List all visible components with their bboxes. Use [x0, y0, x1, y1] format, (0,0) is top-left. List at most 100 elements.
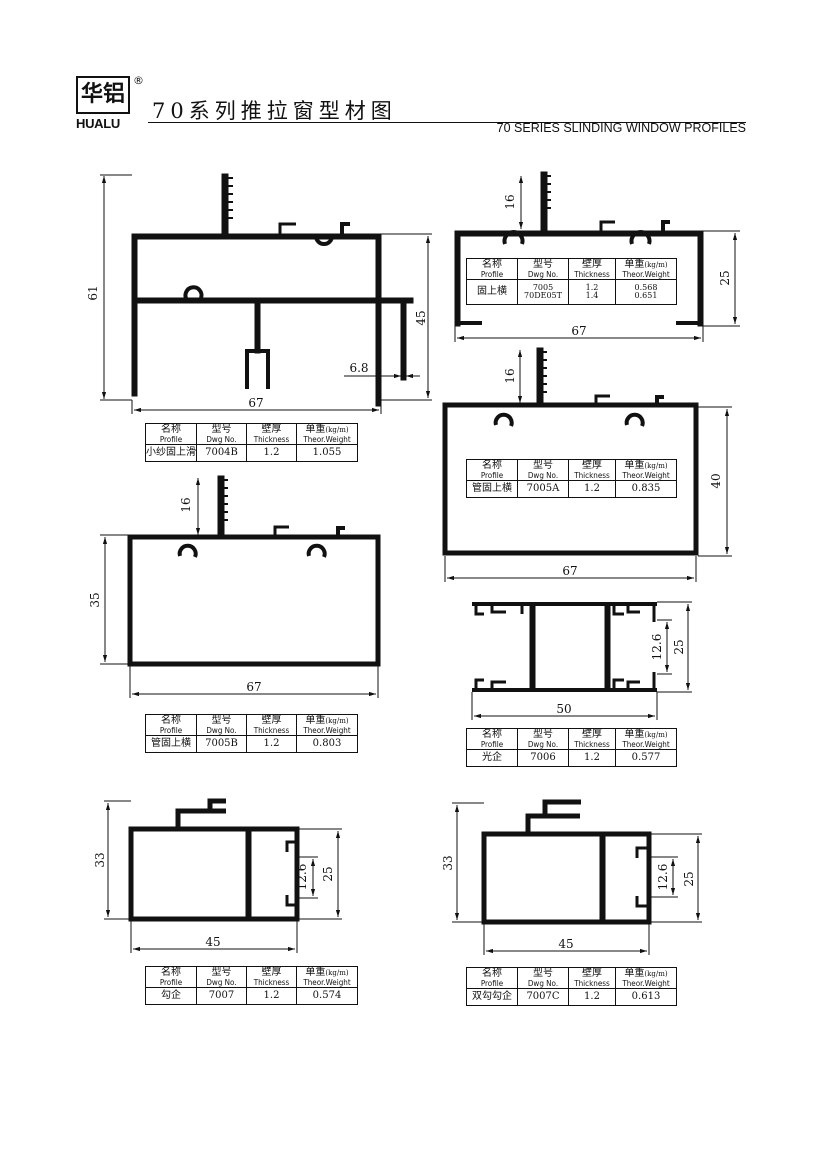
cell-weight: 0.835	[615, 480, 677, 498]
cell-dwg: 7007C	[517, 988, 569, 1006]
dim-7007c-width: 45	[558, 937, 573, 951]
dim-7007-inner: 25	[321, 866, 335, 881]
dim-7007c-height: 33	[441, 855, 455, 870]
profile-7005a-drawing	[442, 347, 732, 582]
cell-thickness: 1.2	[246, 735, 297, 753]
dim-7005a-fin: 16	[503, 368, 517, 383]
cell-name: 管固上横	[466, 480, 518, 498]
cell-weight: 0.803	[296, 735, 358, 753]
cell-name: 双勾勾企	[466, 988, 518, 1006]
header-weight: 单重(kg/m)Theor.Weight	[615, 967, 677, 989]
profile-7005-drawing	[454, 171, 740, 342]
dim-7005-fin: 16	[503, 194, 517, 209]
dim-7005-height: 25	[718, 270, 732, 285]
cell-dwg: 7005B	[196, 735, 247, 753]
dim-7004b-offset: 6.8	[349, 361, 368, 375]
header-weight: 单重(kg/m)Theor.Weight	[615, 728, 677, 750]
dim-7007-width: 45	[205, 935, 220, 949]
dim-7007c-inner: 25	[682, 871, 696, 886]
dim-7007-inner2: 12.6	[295, 864, 309, 891]
cell-name: 光企	[466, 749, 518, 767]
page-title-cn: 70系列推拉窗型材图	[152, 99, 397, 123]
cell-weight: 0.577	[615, 749, 677, 767]
cell-name: 小纱固上滑	[145, 444, 197, 462]
dim-7007-height: 33	[93, 852, 107, 867]
dim-7005b-height: 35	[88, 592, 102, 607]
dim-7006-inner: 12.6	[650, 634, 664, 661]
cell-thickness: 1.2	[246, 444, 297, 462]
dim-7007c-inner2: 12.6	[656, 864, 670, 891]
header-weight: 单重(kg/m)Theor.Weight	[615, 258, 677, 280]
dim-7004b-width: 67	[248, 396, 263, 410]
cell-dwg: 7007	[196, 987, 247, 1005]
profile-7007-drawing	[104, 798, 342, 953]
cell-thickness: 1.2	[246, 987, 297, 1005]
profile-7007c-drawing	[452, 799, 702, 955]
cell-name: 勾企	[145, 987, 197, 1005]
dim-7004b-inner: 45	[414, 310, 428, 325]
cell-weight: 0.574	[296, 987, 358, 1005]
header-weight: 单重(kg/m)Theor.Weight	[296, 714, 358, 736]
cell-thickness: 1.2	[568, 749, 616, 767]
dim-7005b-width: 67	[246, 680, 261, 694]
cell-thickness: 1.2	[568, 988, 616, 1006]
registered-mark: ®	[133, 74, 144, 87]
profile-7006-drawing	[471, 601, 692, 720]
cell-weight: 0.613	[615, 988, 677, 1006]
cell-weight: 1.055	[296, 444, 358, 462]
cell-dwg: 7005A	[517, 480, 569, 498]
dim-7005a-width: 67	[562, 564, 577, 578]
cell-name: 固上横	[466, 279, 518, 305]
cell-thickness: 1.2	[568, 480, 616, 498]
header-weight: 单重(kg/m)Theor.Weight	[296, 966, 358, 988]
dim-7006-width: 50	[556, 702, 571, 716]
dim-7005-width: 67	[571, 324, 586, 338]
logo-text: HUALU	[76, 116, 120, 131]
cell-dwg: 7006	[517, 749, 569, 767]
profile-7004b-drawing	[100, 173, 432, 414]
dim-7005a-height: 40	[709, 473, 723, 488]
cell-name: 管固上横	[145, 735, 197, 753]
dim-7004b-height: 61	[86, 285, 100, 300]
dim-7005b-fin: 16	[179, 497, 193, 512]
logo-mark: 华铝	[76, 76, 130, 114]
title-rule	[148, 122, 746, 123]
page-title-en: 70 SERIES SLINDING WINDOW PROFILES	[496, 121, 746, 135]
header-weight: 单重(kg/m)Theor.Weight	[615, 459, 677, 481]
cell-dwg: 7004B	[196, 444, 247, 462]
dim-7006-height: 25	[672, 639, 686, 654]
profile-7005b-drawing	[100, 475, 381, 698]
